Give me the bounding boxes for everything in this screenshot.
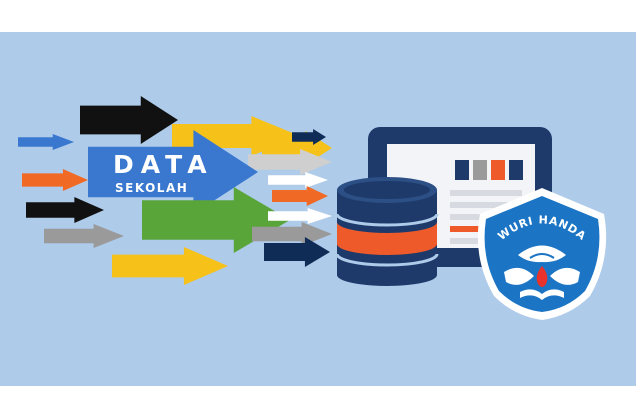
arrow-blue-small-icon [18,134,74,150]
arrow-yellow-bottom-icon [112,247,228,285]
banner-subtitle: SEKOLAH [115,181,188,195]
arrow-orange-left-icon [22,169,88,191]
banner-title: DATA [113,150,214,179]
arrow-black-top-icon [80,96,178,144]
arrow-gray-icon [44,224,124,248]
arrow-orange-right-icon [272,186,328,206]
arrow-black-left-icon [26,197,104,223]
arrow-navy-bottom-icon [264,237,330,267]
arrow-white-small-icon [268,172,328,188]
database-icon [335,177,439,286]
